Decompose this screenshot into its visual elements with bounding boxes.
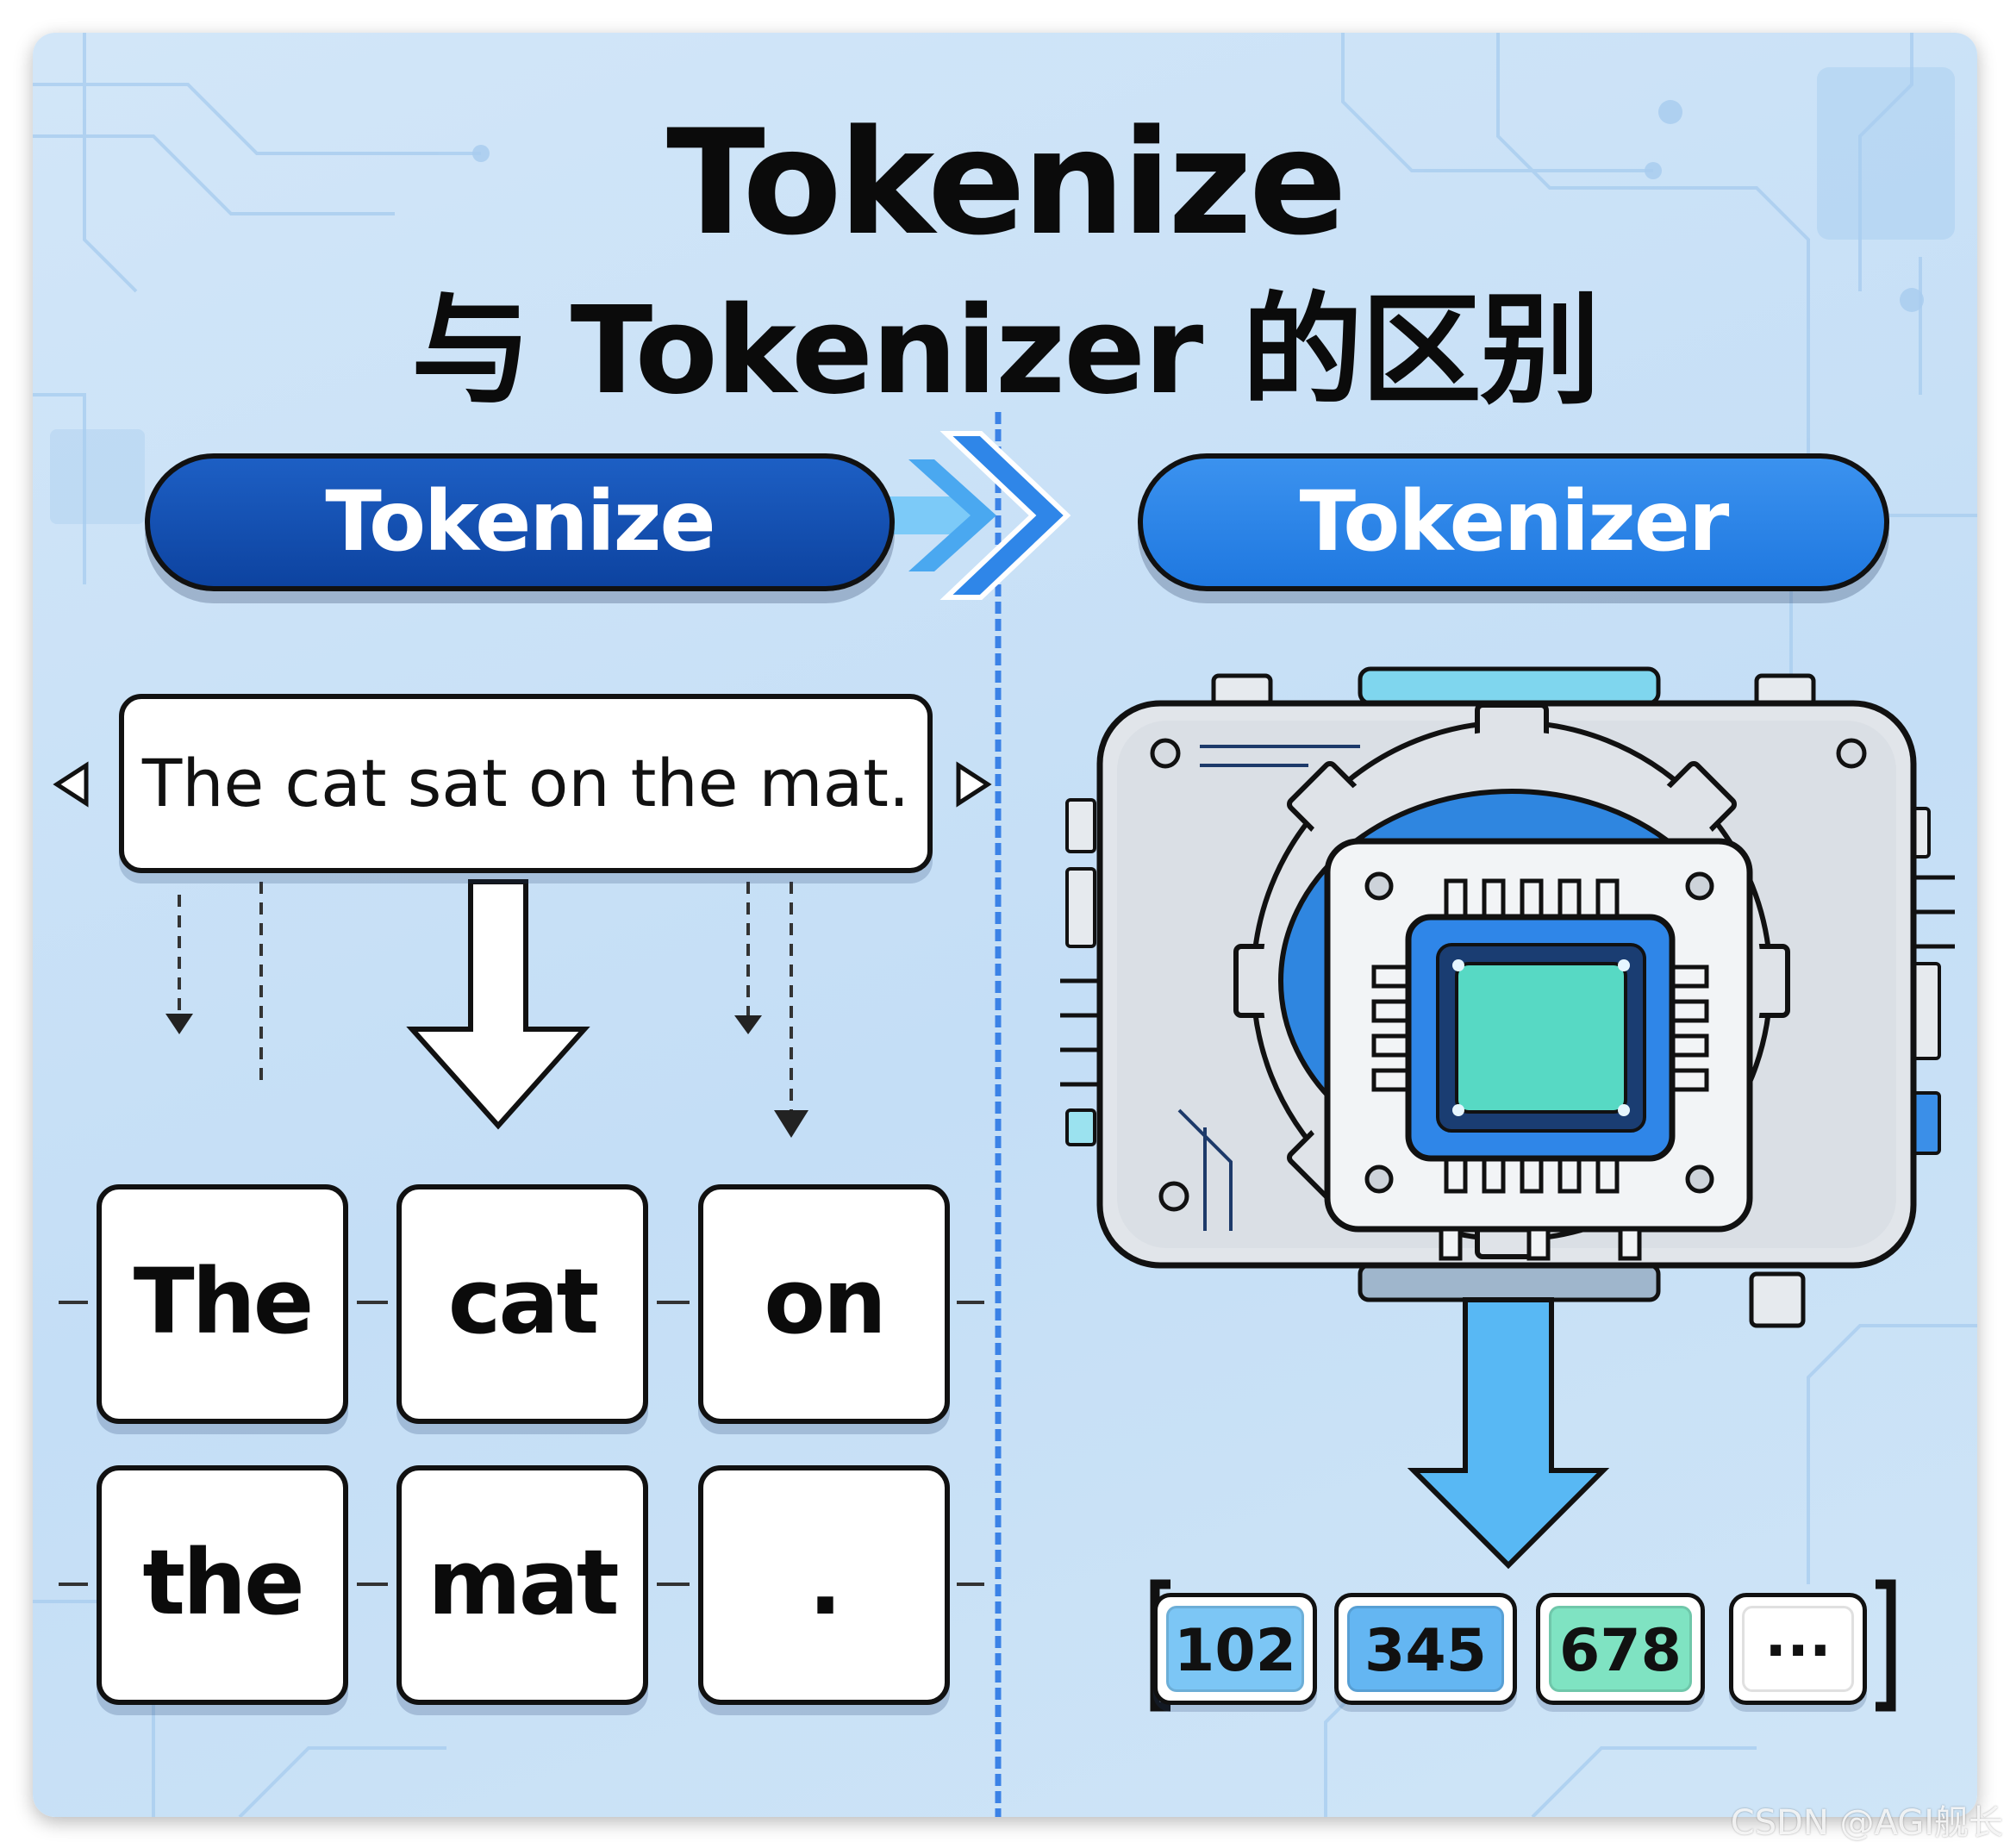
processor-chip-icon [1060,666,1955,1328]
diagram-graphics [33,33,1977,1817]
title-line-1: Tokenize [666,98,1347,267]
input-sentence: The cat sat on the mat. [119,694,933,873]
token-id-chip: 678 [1536,1593,1705,1705]
token-connectors [59,1301,984,1586]
output-arrow-icon [1407,1297,1610,1570]
tokenizer-label: Tokenizer [1138,453,1889,591]
token-id-chip: 102 [1153,1593,1317,1705]
token-box: on [698,1184,950,1424]
title-line-2: 与 Tokenizer 的区别 [411,281,1601,421]
token-id: 678 [1549,1606,1692,1692]
chevron-arrow-icon [869,431,1071,600]
dashed-arrows [178,882,793,1110]
token-box: the [97,1465,348,1705]
token-box: mat [396,1465,648,1705]
token-box: . [698,1465,950,1705]
dashed-arrowheads [165,1014,808,1138]
token-id: 102 [1166,1606,1304,1692]
token-id: 345 [1347,1606,1504,1692]
down-arrow-icon [406,879,590,1130]
circuit-dots [50,67,1955,524]
token-box: cat [396,1184,648,1424]
tokenize-label: Tokenize [145,453,895,591]
infographic-card: Tokenize 与 Tokenizer 的区别 Tokenize Tokeni… [33,33,1977,1817]
token-box: The [97,1184,348,1424]
sentence-edge-arrows [53,761,992,808]
token-id: ··· [1742,1606,1854,1692]
watermark: CSDN @AGI舰长 [1730,1803,2003,1843]
token-id-chip: 345 [1334,1593,1517,1705]
token-id-chip: ··· [1729,1593,1867,1705]
